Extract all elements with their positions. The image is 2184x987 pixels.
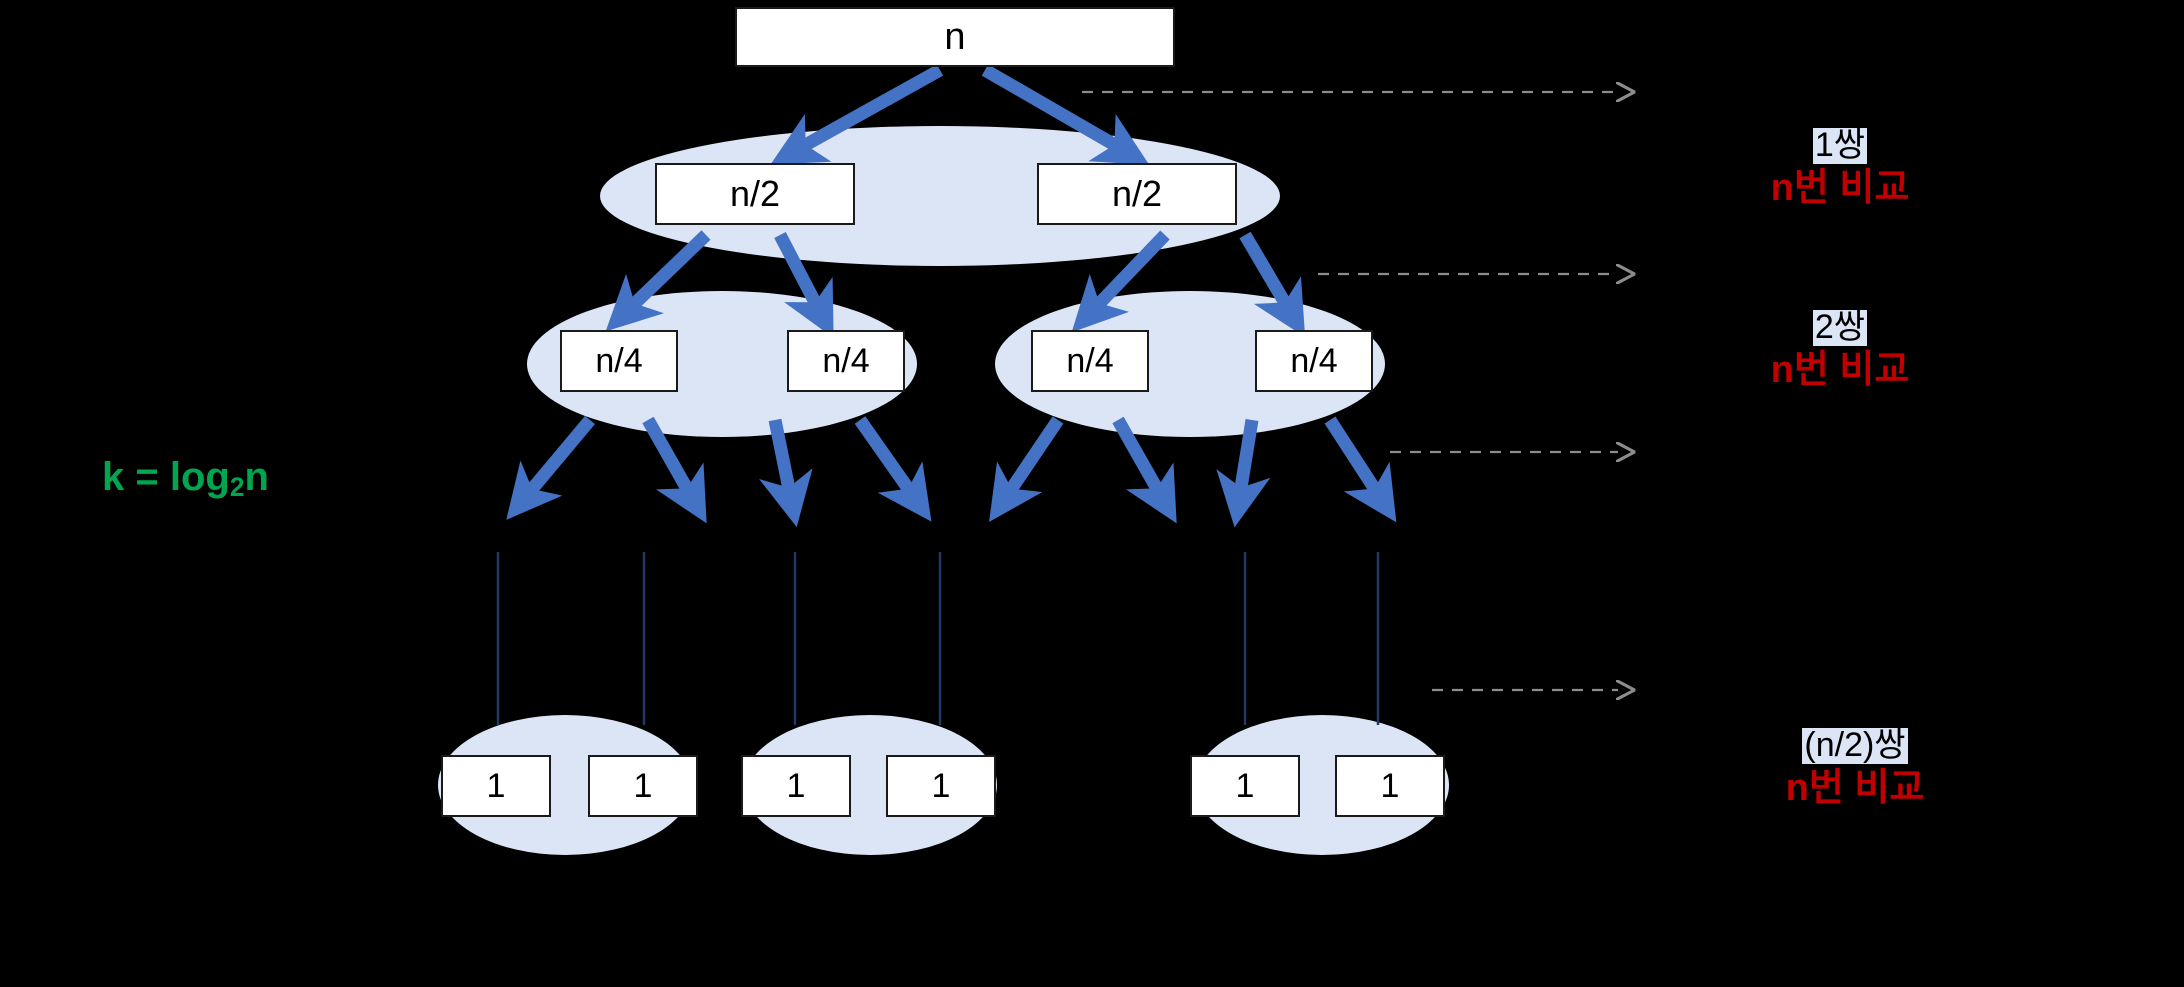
arrow-l3a-right: [642, 416, 707, 524]
node-level3-b-label: n/4: [822, 341, 870, 380]
arrow-l3d-right: [1324, 416, 1397, 523]
annotation-leaf-compare: n번 비교: [1785, 766, 1925, 809]
depth-formula-suffix: n: [244, 455, 269, 499]
annotation-level2-compare: n번 비교: [1770, 166, 1910, 209]
annotation-leaf: (n/2)쌍 n번 비교: [1690, 726, 2020, 809]
node-leaf-5-label: 1: [1235, 766, 1255, 805]
node-leaf-2-label: 1: [633, 766, 653, 805]
node-leaf-4[interactable]: 1: [886, 755, 996, 817]
depth-formula-subscript: 2: [229, 471, 245, 502]
node-level3-a-label: n/4: [595, 341, 643, 380]
arrow-l2left-to-l3b: [774, 231, 834, 338]
node-level3-d-label: n/4: [1290, 341, 1338, 380]
group-ellipse-leaf-1: [438, 715, 692, 855]
node-root-label: n: [944, 15, 966, 58]
node-leaf-2[interactable]: 1: [588, 755, 698, 817]
node-level3-c-label: n/4: [1066, 341, 1114, 380]
annotation-level3-count: 2쌍: [1812, 308, 1868, 346]
arrow-l3d-left: [1216, 418, 1271, 528]
node-level3-d[interactable]: n/4: [1255, 330, 1373, 392]
node-leaf-3-label: 1: [786, 766, 806, 805]
node-leaf-1[interactable]: 1: [441, 755, 551, 817]
node-leaf-4-label: 1: [931, 766, 951, 805]
node-leaf-5[interactable]: 1: [1190, 755, 1300, 817]
node-leaf-6[interactable]: 1: [1335, 755, 1445, 817]
arrow-root-to-left: [770, 64, 944, 165]
arrow-l2right-to-l3c: [1071, 230, 1170, 333]
annotation-leaf-count: (n/2)쌍: [1802, 726, 1908, 764]
arrow-l3a-left: [506, 415, 595, 520]
arrow-l3b-right: [854, 416, 932, 522]
annotation-level2-count: 1쌍: [1812, 126, 1868, 164]
arrow-l2left-to-l3a: [605, 230, 711, 332]
node-level2-left[interactable]: n/2: [655, 163, 855, 225]
annotation-level3: 2쌍 n번 비교: [1690, 308, 1990, 391]
node-root[interactable]: n: [735, 7, 1175, 67]
node-leaf-6-label: 1: [1380, 766, 1400, 805]
node-level3-b[interactable]: n/4: [787, 330, 905, 392]
depth-formula-label: k = log2n: [102, 455, 269, 502]
node-level2-right-label: n/2: [1111, 173, 1163, 214]
depth-formula-prefix: k = log: [102, 455, 230, 499]
node-level2-left-label: n/2: [729, 173, 781, 214]
node-level3-c[interactable]: n/4: [1031, 330, 1149, 392]
arrow-l3b-left: [759, 418, 813, 528]
annotation-level3-compare: n번 비교: [1770, 348, 1910, 391]
annotation-level2: 1쌍 n번 비교: [1690, 126, 1990, 209]
arrow-l3c-left: [989, 416, 1064, 523]
arrow-root-to-right: [981, 64, 1150, 165]
node-leaf-1-label: 1: [486, 766, 506, 805]
group-ellipse-leaf-2: [743, 715, 997, 855]
node-level3-a[interactable]: n/4: [560, 330, 678, 392]
arrow-l3c-right: [1112, 416, 1177, 524]
arrow-l2right-to-l3d: [1239, 231, 1306, 338]
group-ellipse-leaf-3: [1195, 715, 1449, 855]
node-level2-right[interactable]: n/2: [1037, 163, 1237, 225]
node-leaf-3[interactable]: 1: [741, 755, 851, 817]
